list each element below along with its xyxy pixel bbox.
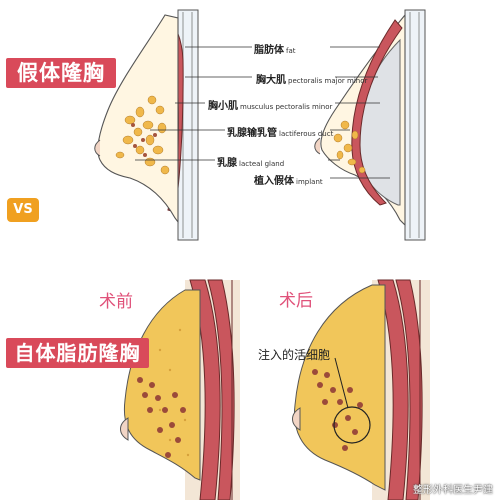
callout-lactiferous-duct-en: lactiferous duct <box>279 130 334 138</box>
callout-implant-zh: 植入假体 <box>254 176 294 187</box>
fat-graft-method-title: 自体脂肪隆胸 <box>6 338 149 368</box>
callout-pectoralis-minor-zh: 胸小肌 <box>208 101 238 112</box>
callout-fat-zh: 脂肪体 <box>254 45 284 56</box>
vs-badge: VS <box>7 198 39 222</box>
breast-before-fat-graft <box>120 279 240 500</box>
injected-cells-label: 注入的活细胞 <box>258 348 331 362</box>
breast-cross-section-with-implant <box>314 9 426 241</box>
callout-lacteal-gland-en: lacteal gland <box>239 160 285 168</box>
callout-pectoralis-minor-en: musculus pectoralis minor <box>240 103 333 111</box>
breast-after-fat-graft <box>292 279 430 500</box>
callout-lacteal-gland-zh: 乳腺 <box>217 158 237 169</box>
callout-lactiferous-duct-zh: 乳腺输乳管 <box>227 128 277 139</box>
callout-fat-en: fat <box>286 47 296 55</box>
callout-pectoralis-major-en: pectoralis major minor <box>288 77 368 85</box>
breast-cross-section-before-implant <box>94 9 199 241</box>
injected-cells-highlight <box>333 406 371 444</box>
stage-before-label: 术前 <box>99 292 133 312</box>
watermark-caption: 整形外科医生尹建 <box>413 485 493 496</box>
callout-implant-en: implant <box>296 178 323 186</box>
callout-pectoralis-major-zh: 胸大肌 <box>256 75 286 86</box>
callout-lines <box>135 46 390 179</box>
implant-method-title: 假体隆胸 <box>6 58 116 88</box>
stage-after-label: 术后 <box>279 291 313 311</box>
